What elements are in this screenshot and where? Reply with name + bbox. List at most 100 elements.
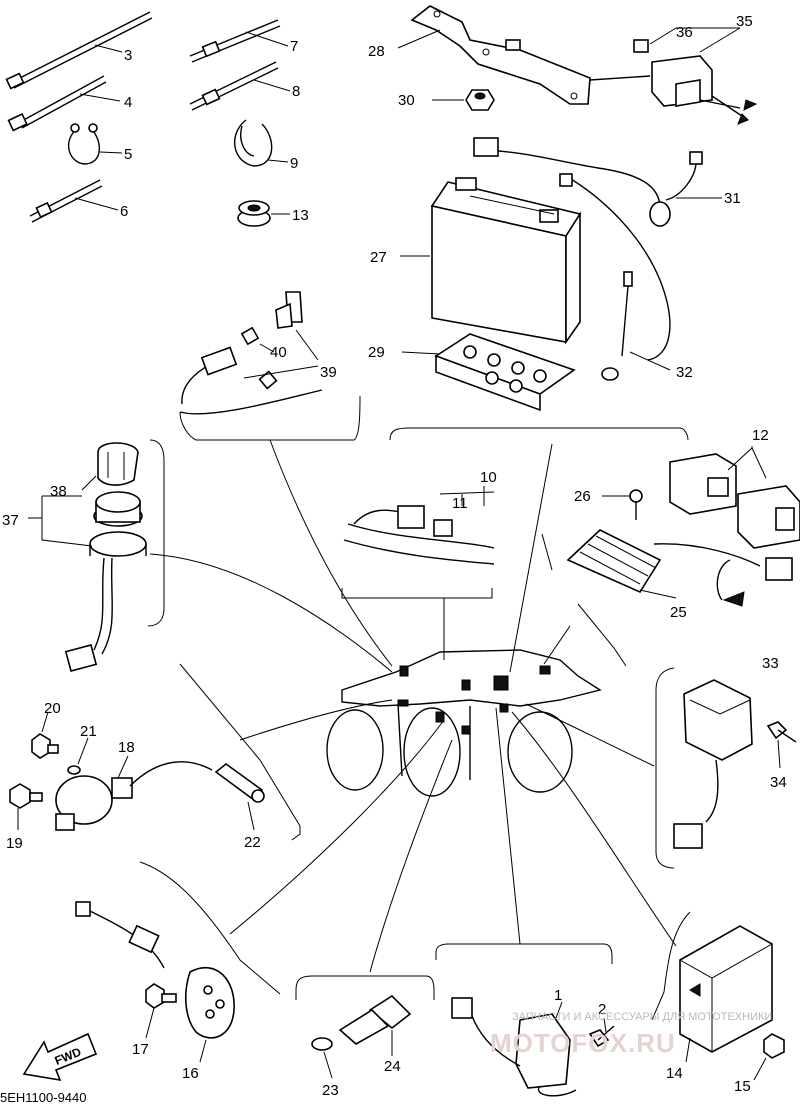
- bracket-group-1: [435, 943, 613, 964]
- callout-numbers: 1 2 3 4 5 6 7 8 9 10 11 12 13 14 15 16 1…: [2, 13, 787, 1099]
- plug-40[interactable]: [240, 326, 275, 353]
- callout-32[interactable]: 32: [676, 364, 693, 381]
- band-7[interactable]: [189, 19, 289, 63]
- band-6[interactable]: [29, 179, 119, 223]
- fwd-arrow-icon: FWD: [22, 1032, 98, 1082]
- callout-5[interactable]: 5: [124, 146, 132, 163]
- bracket-group-39: [179, 395, 361, 441]
- leader-37-38: [28, 495, 93, 547]
- callout-27[interactable]: 27: [370, 249, 387, 266]
- bolt-17[interactable]: [145, 983, 177, 1039]
- bolt-19[interactable]: [9, 783, 43, 830]
- callout-6[interactable]: 6: [120, 203, 128, 220]
- bolt-34[interactable]: [766, 721, 797, 769]
- callout-8[interactable]: 8: [292, 83, 300, 100]
- callout-1[interactable]: 1: [554, 987, 562, 1004]
- callout-22[interactable]: 22: [244, 834, 261, 851]
- cable-tie-3[interactable]: [5, 11, 153, 90]
- callout-11[interactable]: 11: [452, 495, 468, 512]
- callout-2[interactable]: 2: [598, 1001, 606, 1018]
- fuse-box-10[interactable]: [343, 491, 495, 565]
- callout-26[interactable]: 26: [574, 488, 591, 505]
- plug-cap-22[interactable]: [214, 762, 265, 831]
- callout-30[interactable]: 30: [398, 92, 415, 109]
- callout-15[interactable]: 15: [734, 1078, 751, 1095]
- leader-10-11: [461, 486, 485, 506]
- starter-relay-1[interactable]: [451, 997, 577, 1097]
- connector-36[interactable]: [633, 27, 677, 53]
- screw-2[interactable]: [588, 1017, 615, 1048]
- battery-27[interactable]: [400, 177, 582, 345]
- callout-24[interactable]: 24: [384, 1058, 401, 1075]
- bolt-20[interactable]: [31, 711, 59, 759]
- battery-cable-31[interactable]: [473, 137, 722, 227]
- relay-35[interactable]: [589, 27, 758, 125]
- cap-39[interactable]: [179, 291, 323, 415]
- thermo-switch-24[interactable]: [338, 994, 412, 1056]
- callout-4[interactable]: 4: [124, 94, 132, 111]
- callout-28[interactable]: 28: [368, 43, 385, 60]
- callout-37[interactable]: 37: [2, 512, 19, 529]
- clamp-5[interactable]: [67, 123, 123, 165]
- callout-14[interactable]: 14: [666, 1065, 683, 1082]
- watermark-caption: ЗАПЧАСТИ И АКСЕССУАРЫ ДЛЯ МОТОТЕХНИКИ: [512, 1011, 772, 1023]
- vehicle-frame: [326, 649, 602, 797]
- callout-17[interactable]: 17: [132, 1041, 149, 1058]
- callout-34[interactable]: 34: [770, 774, 787, 791]
- bracket-group-10: [341, 588, 493, 599]
- callout-7[interactable]: 7: [290, 38, 298, 55]
- callout-21[interactable]: 21: [80, 723, 97, 740]
- cable-tie-4[interactable]: [7, 75, 121, 132]
- callout-38[interactable]: 38: [50, 483, 67, 500]
- relay-12[interactable]: [669, 446, 800, 549]
- callout-23[interactable]: 23: [322, 1082, 339, 1099]
- rectifier-25[interactable]: [566, 529, 793, 607]
- gasket-23[interactable]: [311, 1037, 333, 1079]
- cap-38[interactable]: [81, 442, 139, 491]
- ignition-coil-18[interactable]: [55, 755, 213, 831]
- bracket-group-33: [655, 667, 675, 869]
- washer-21[interactable]: [67, 737, 89, 775]
- callout-lines: [149, 427, 689, 973]
- callout-33[interactable]: 33: [762, 655, 779, 672]
- bolt-26[interactable]: [602, 489, 643, 520]
- callout-25[interactable]: 25: [670, 604, 687, 621]
- battery-cable-32[interactable]: [559, 173, 671, 381]
- grommet-13[interactable]: [237, 200, 290, 227]
- bolt-15[interactable]: [753, 1033, 785, 1081]
- bracket-28[interactable]: [397, 5, 591, 105]
- regulator-33[interactable]: [673, 679, 753, 849]
- callout-39[interactable]: 39: [320, 364, 337, 381]
- fuse-11[interactable]: [433, 519, 453, 537]
- callout-3[interactable]: 3: [124, 47, 132, 64]
- cdi-unit-14[interactable]: [679, 925, 773, 1063]
- bracket-group-16: [139, 861, 281, 995]
- callout-16[interactable]: 16: [182, 1065, 199, 1082]
- battery-holder-29[interactable]: [401, 333, 576, 412]
- bracket-group-18: [179, 663, 301, 841]
- callout-19[interactable]: 19: [6, 835, 23, 852]
- nut-30[interactable]: [432, 89, 495, 111]
- callout-12[interactable]: 12: [752, 427, 769, 444]
- watermark-logo: MOTOFOX.RU: [490, 1028, 676, 1058]
- callout-20[interactable]: 20: [44, 700, 61, 717]
- callout-40[interactable]: 40: [270, 344, 287, 361]
- callout-18[interactable]: 18: [118, 739, 135, 756]
- callout-36[interactable]: 36: [676, 24, 693, 41]
- main-switch-37[interactable]: [64, 491, 147, 673]
- diagram-code: 5EH1100-9440: [0, 1090, 87, 1104]
- callout-10[interactable]: 10: [480, 469, 497, 486]
- pickup-coil-16[interactable]: [75, 901, 235, 1063]
- callout-29[interactable]: 29: [368, 344, 385, 361]
- bracket-group-14: [651, 911, 691, 1021]
- band-8[interactable]: [189, 61, 291, 111]
- callout-13[interactable]: 13: [292, 207, 309, 224]
- callout-9[interactable]: 9: [290, 155, 298, 172]
- callout-35[interactable]: 35: [736, 13, 753, 30]
- callout-31[interactable]: 31: [724, 190, 741, 207]
- bracket-group-37: [147, 439, 165, 627]
- clamp-9[interactable]: [233, 119, 289, 167]
- bracket-group-23: [295, 975, 435, 1000]
